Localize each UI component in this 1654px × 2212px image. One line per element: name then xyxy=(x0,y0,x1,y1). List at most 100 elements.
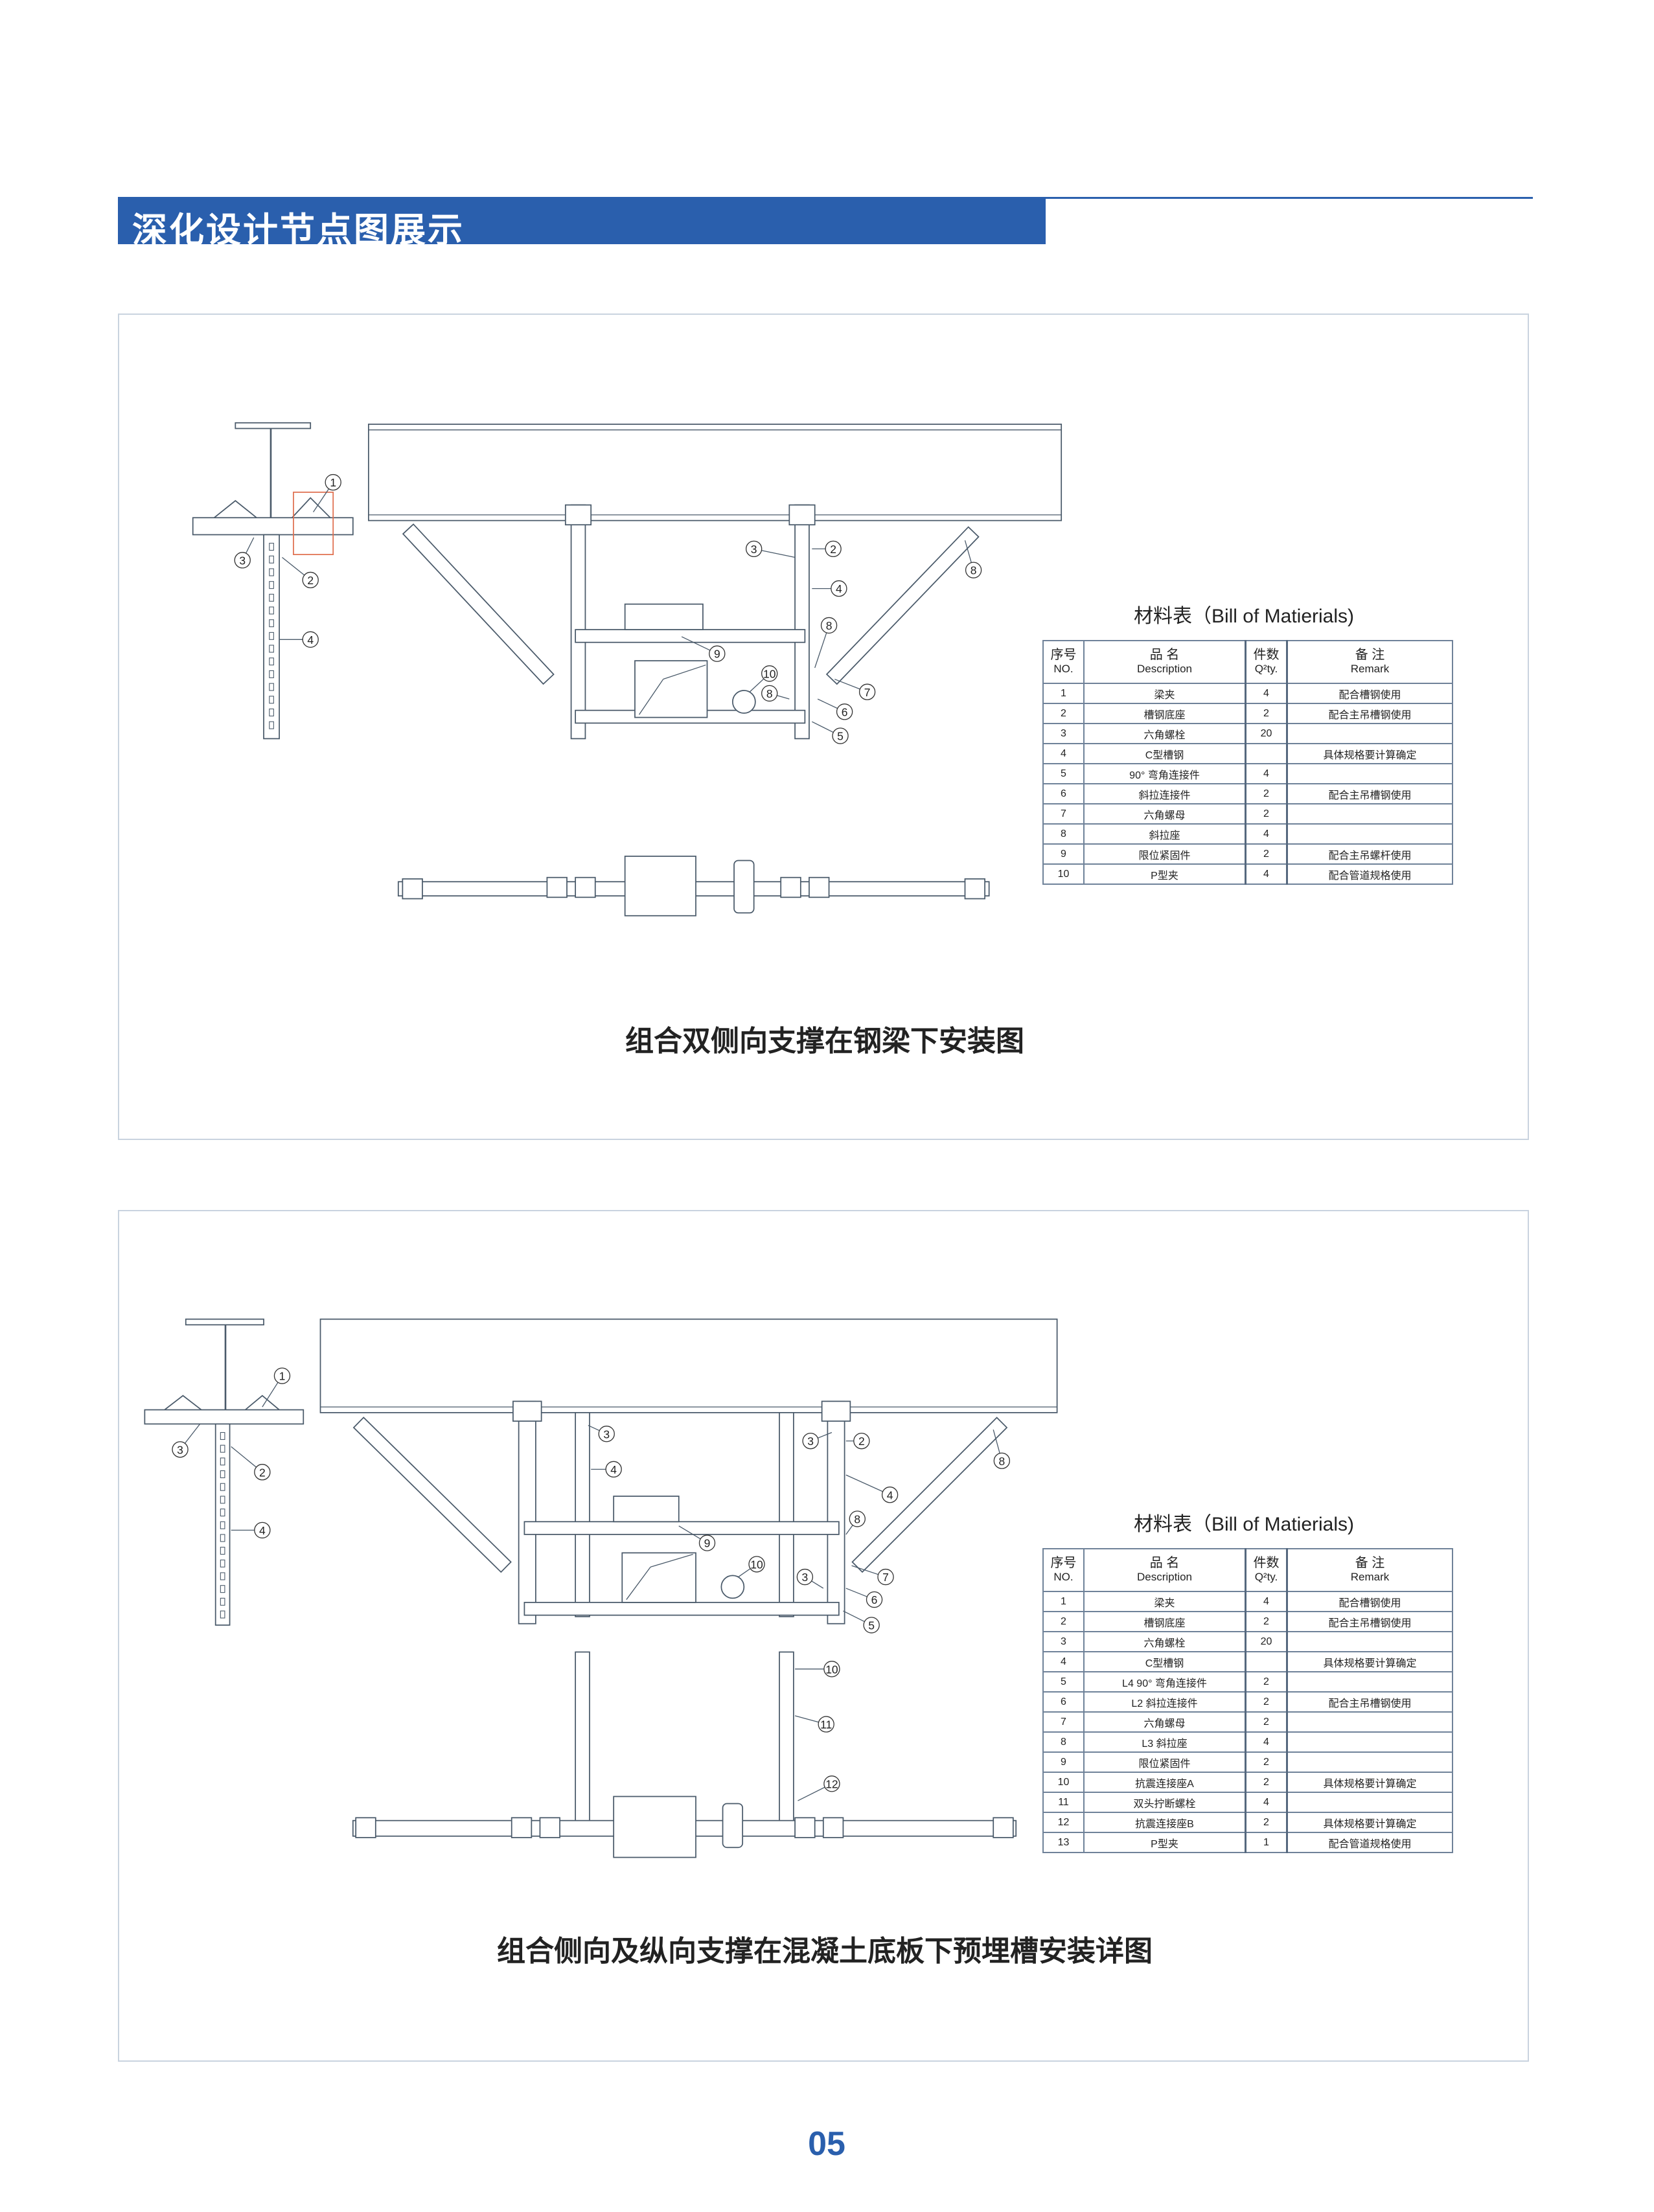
cell-qty: 2 xyxy=(1245,1772,1288,1793)
column-header-en: NO. xyxy=(1053,1571,1074,1583)
cell-desc: L2 斜拉连接件 xyxy=(1083,1691,1246,1713)
pipe-section xyxy=(720,1575,745,1599)
cell-no: 6 xyxy=(1042,1691,1085,1713)
channel-slot xyxy=(220,1470,225,1479)
cell-desc: 梁夹 xyxy=(1083,1591,1246,1612)
cell-no: 12 xyxy=(1042,1812,1085,1833)
channel-slot xyxy=(269,644,274,653)
callout-label: 8 xyxy=(826,619,833,632)
column-header-en: NO. xyxy=(1053,663,1074,675)
cell-desc: P型夹 xyxy=(1083,1832,1246,1853)
channel-slot xyxy=(269,593,274,602)
channel-slot xyxy=(220,1585,225,1593)
cell-no: 9 xyxy=(1042,1751,1085,1773)
callout-label: 8 xyxy=(971,564,977,577)
plan-fitting xyxy=(355,1817,376,1838)
plan-duct xyxy=(624,856,696,917)
callout-circle xyxy=(818,1716,834,1733)
cell-remark: 具体规格要计算确定 xyxy=(1286,1772,1453,1793)
cell-qty: 2 xyxy=(1245,1671,1288,1693)
plan-fitting xyxy=(809,876,830,898)
cell-remark xyxy=(1286,803,1453,825)
callout-label: 10 xyxy=(825,1663,838,1676)
diagonal-brace-left xyxy=(402,523,555,685)
callout-circle xyxy=(881,1487,899,1503)
cell-no: 4 xyxy=(1042,1651,1085,1672)
diagonal-brace-right xyxy=(825,526,980,685)
cell-remark: 配合主吊螺杆使用 xyxy=(1286,843,1453,865)
callout-label: 9 xyxy=(714,648,720,661)
callout-label: 9 xyxy=(704,1537,711,1550)
callout-circle xyxy=(796,1568,814,1586)
cell-qty: 2 xyxy=(1245,803,1288,825)
callout-label: 10 xyxy=(763,667,776,680)
cell-no: 8 xyxy=(1042,1731,1085,1753)
bom-title: 材料表（Bill of Matierials) xyxy=(1133,1514,1355,1535)
channel-slot xyxy=(220,1534,225,1542)
callout-circle xyxy=(698,1534,716,1551)
channel-slot xyxy=(269,619,274,628)
callout-circle xyxy=(965,562,982,578)
bom-title: 材料表（Bill of Matierials) xyxy=(1133,606,1355,627)
cell-no: 5 xyxy=(1042,1671,1085,1693)
cell-remark: 配合主吊槽钢使用 xyxy=(1286,703,1453,724)
side-channel xyxy=(144,1409,304,1425)
callout-label: 4 xyxy=(259,1524,266,1537)
cell-desc: 限位紧固件 xyxy=(1083,1751,1246,1773)
plan-duct xyxy=(613,1796,696,1858)
callout-circle xyxy=(831,580,847,597)
cell-qty: 2 xyxy=(1245,1812,1288,1833)
channel-slot xyxy=(269,632,274,640)
cell-remark: 配合管道规格使用 xyxy=(1286,863,1453,885)
callout-label: 7 xyxy=(864,686,871,699)
column-header-en: Q²ty. xyxy=(1254,1571,1278,1583)
callout-label: 3 xyxy=(751,543,757,556)
plan-fitting xyxy=(964,878,985,900)
callout-circle xyxy=(234,552,251,569)
callout-circle xyxy=(325,473,341,491)
cell-desc: 抗震连接座B xyxy=(1083,1812,1246,1833)
channel-slot xyxy=(220,1597,225,1606)
callout-circle xyxy=(866,1591,883,1608)
duct-lower xyxy=(634,660,708,718)
figure-caption: 组合双侧向支撑在钢梁下安装图 xyxy=(625,1025,1024,1058)
column-header-en: Description xyxy=(1136,663,1193,675)
column-header-cn: 序号 xyxy=(1050,1556,1077,1570)
cell-desc: 限位紧固件 xyxy=(1083,843,1246,865)
callout-label: 1 xyxy=(330,476,336,489)
callout-label: 4 xyxy=(307,633,314,646)
channel-slot xyxy=(220,1547,225,1555)
channel-slot xyxy=(220,1444,225,1453)
cell-desc: 六角螺栓 xyxy=(1083,1631,1246,1652)
plan-fitting xyxy=(402,878,423,900)
cell-desc: L3 斜拉座 xyxy=(1083,1731,1246,1753)
callout-circle xyxy=(748,1556,765,1573)
column-header-en: Remark xyxy=(1350,1571,1390,1583)
column-header-cn: 品 名 xyxy=(1149,1556,1180,1570)
plan-pipe xyxy=(722,1803,744,1849)
plan-fitting xyxy=(511,1817,533,1838)
duct-detail xyxy=(638,679,664,715)
cell-no: 2 xyxy=(1042,703,1085,724)
callout-circle xyxy=(832,727,849,744)
column-header-cn: 件数 xyxy=(1253,648,1280,662)
callout-circle xyxy=(863,1617,880,1634)
cell-remark xyxy=(1286,1671,1453,1693)
callout-circle xyxy=(877,1568,894,1586)
steel-beam xyxy=(367,424,1062,521)
cell-desc: 槽钢底座 xyxy=(1083,703,1246,724)
duct-detail xyxy=(663,665,706,680)
cell-desc: 槽钢底座 xyxy=(1083,1611,1246,1632)
